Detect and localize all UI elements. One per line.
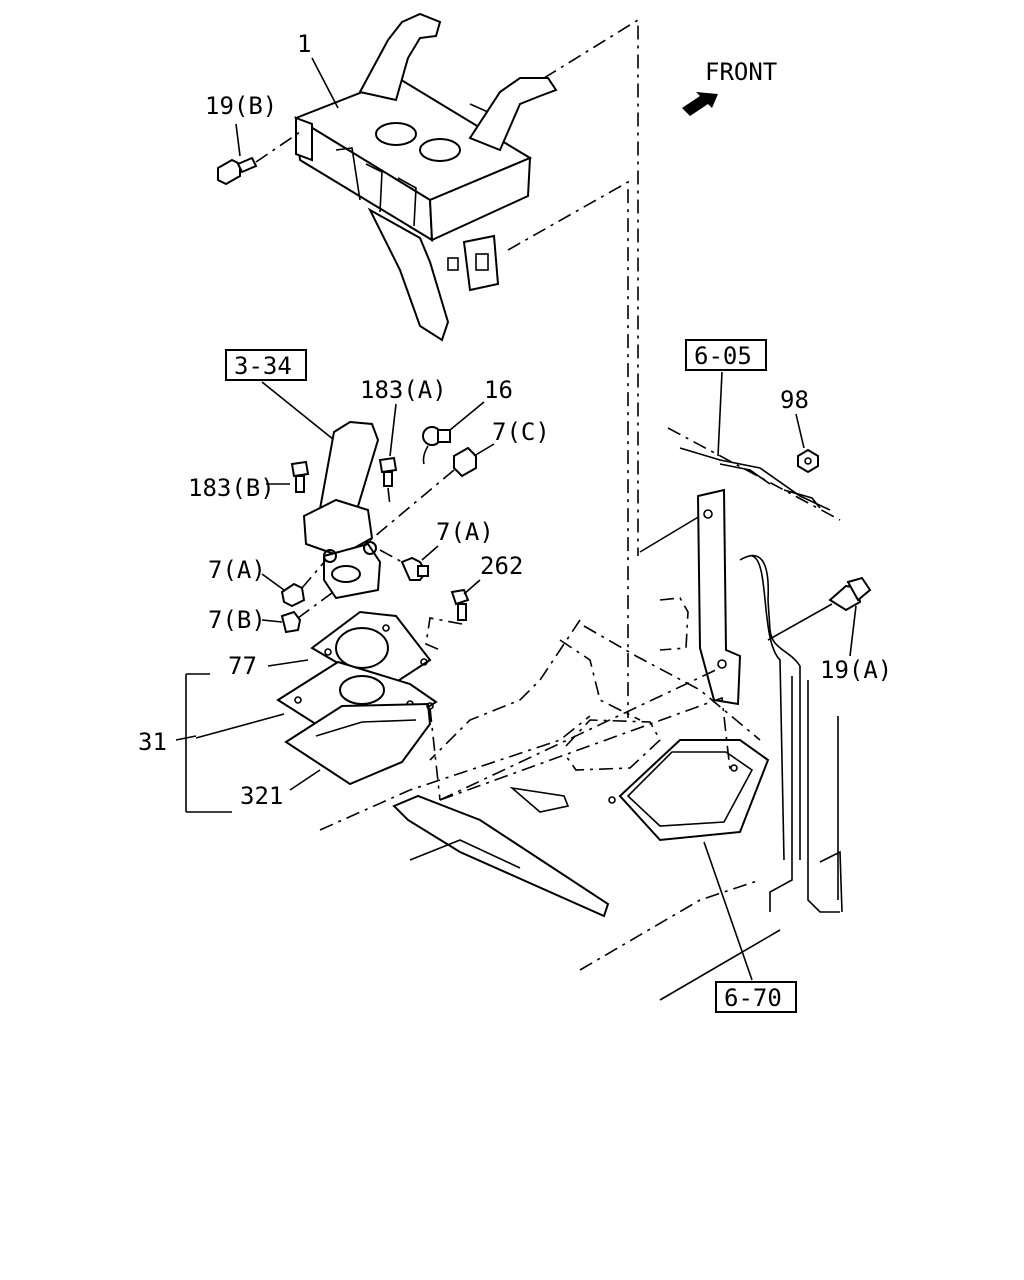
front-direction-arrow-icon <box>682 92 718 116</box>
centerline-elbow-7b <box>297 589 337 619</box>
label-screw-183b: 183(B) <box>188 474 275 502</box>
reference-box-6-05 <box>685 339 767 371</box>
connector-7c-icon <box>453 446 477 478</box>
leader-reference-6-05 <box>717 371 723 457</box>
shift-lever-mount-assembly <box>302 420 382 600</box>
leader-bolt-262 <box>463 579 481 595</box>
bolt-19a-icon <box>828 576 872 612</box>
leader-reference-6-70 <box>703 841 753 981</box>
leader-part-1 <box>311 57 339 109</box>
leader-gasket-77 <box>267 659 309 667</box>
label-connector-7c: 7(C) <box>492 418 550 446</box>
leader-boot-321 <box>289 769 321 791</box>
group-bracket-31 <box>175 673 285 813</box>
label-bolt-19b: 19(B) <box>205 92 277 120</box>
reference-box-6-70 <box>715 981 797 1013</box>
centerline-bolt-19b <box>255 131 301 163</box>
bolt-19b-icon <box>217 156 258 186</box>
front-direction-label: FRONT <box>705 58 777 86</box>
leader-fitting-7a-left <box>261 573 285 591</box>
leader-nut-98 <box>795 413 805 449</box>
fitting-7a-right-icon <box>400 556 429 581</box>
label-fitting-7a-right: 7(A) <box>436 518 494 546</box>
reference-label-3-34: 3-34 <box>234 352 292 380</box>
label-assembly-31: 31 <box>138 728 167 756</box>
reference-label-6-05: 6-05 <box>694 342 752 370</box>
bolt-262-icon <box>450 588 470 621</box>
switch-16-icon <box>422 426 451 465</box>
screw-183a-icon <box>378 456 398 487</box>
bracket-assembly-part-1 <box>293 12 558 342</box>
leader-bolt-19b <box>235 123 241 157</box>
label-gasket-77: 77 <box>228 652 257 680</box>
label-bolt-19a: 19(A) <box>820 656 892 684</box>
phantom-line-bracket-lower <box>507 180 629 718</box>
reference-label-6-70: 6-70 <box>724 984 782 1012</box>
connector-line-upper <box>639 515 701 553</box>
fitting-7a-left-icon <box>280 582 306 608</box>
label-elbow-7b: 7(B) <box>208 606 266 634</box>
leader-bolt-19a <box>849 605 857 657</box>
reference-box-3-34 <box>225 349 307 381</box>
centerline-bolt-262 <box>425 617 463 651</box>
label-screw-183a: 183(A) <box>360 376 447 404</box>
label-nut-98: 98 <box>780 386 809 414</box>
centerline-screw-183a <box>387 487 391 507</box>
nut-98-icon <box>797 448 819 474</box>
leader-screw-183a <box>389 403 397 457</box>
label-boot-321: 321 <box>240 782 283 810</box>
leader-switch-16 <box>449 401 485 431</box>
leader-connector-7c <box>473 443 495 457</box>
elbow-7b-icon <box>280 610 302 634</box>
centerline-connector-7c <box>367 469 455 543</box>
label-bolt-262: 262 <box>480 552 523 580</box>
centerline-fitting-7a-right <box>379 549 403 563</box>
leader-reference-3-34 <box>261 381 345 449</box>
phantom-line-bracket-to-frame <box>543 18 639 556</box>
centerline-fitting-7a-left <box>301 559 327 589</box>
leader-fitting-7a-right <box>421 545 439 561</box>
label-part-1: 1 <box>297 30 311 58</box>
cab-frame-structure <box>319 427 843 1001</box>
label-fitting-7a-left: 7(A) <box>208 556 266 584</box>
label-switch-16: 16 <box>484 376 513 404</box>
screw-183b-icon <box>290 460 310 493</box>
boot-321 <box>284 702 434 786</box>
leader-bolt-19a-to-frame <box>767 603 833 641</box>
leader-elbow-7b <box>261 619 283 623</box>
